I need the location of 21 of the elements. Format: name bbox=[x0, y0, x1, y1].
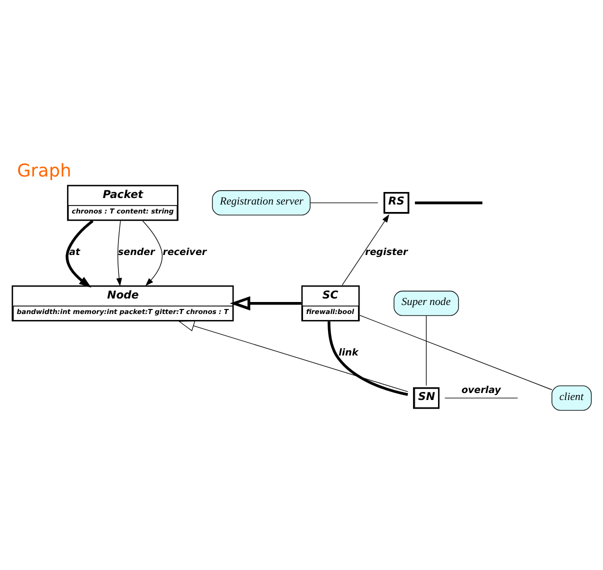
arrow bbox=[342, 214, 390, 286]
diagram-title: Graph bbox=[17, 162, 72, 182]
connector bbox=[414, 201, 482, 204]
arrow bbox=[116, 220, 122, 286]
edge-label: receiver bbox=[162, 246, 207, 258]
node-box: Registration server bbox=[212, 190, 310, 216]
edge-label: sender bbox=[118, 246, 155, 258]
arrow bbox=[142, 220, 163, 286]
arrow bbox=[230, 296, 302, 310]
connector bbox=[310, 202, 378, 204]
connector bbox=[360, 315, 552, 390]
arrow bbox=[178, 320, 408, 392]
edge-label: overlay bbox=[461, 384, 501, 396]
edge-label: at bbox=[69, 246, 80, 258]
arrow bbox=[66, 220, 94, 288]
connector bbox=[426, 315, 427, 386]
edge-label: link bbox=[338, 347, 358, 358]
node-box: Super node bbox=[394, 290, 459, 316]
node-box: client bbox=[552, 386, 592, 411]
connector bbox=[328, 321, 408, 396]
edge-label: register bbox=[365, 246, 408, 258]
